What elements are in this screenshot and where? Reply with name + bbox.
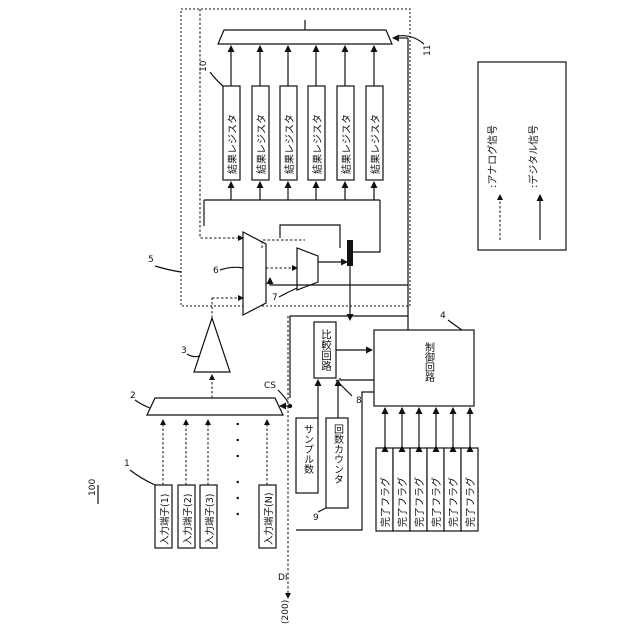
input-group-ref: 1 bbox=[124, 459, 130, 469]
sample-count-label: サンプル数 bbox=[302, 424, 314, 475]
result-register-4-label: 結果レジスタ bbox=[311, 114, 324, 174]
done-flag-group: 完了フラグ 完了フラグ 完了フラグ 完了フラグ 完了フラグ 完了フラグ bbox=[376, 448, 478, 531]
bus-to-registers-line bbox=[353, 200, 380, 252]
input-terminal-3-label: 入力端子(3) bbox=[204, 494, 216, 545]
data-bus bbox=[347, 240, 353, 266]
adc-ref: 7 bbox=[272, 293, 278, 303]
second-multiplexer bbox=[243, 232, 266, 315]
register-mux-ref-leader bbox=[398, 36, 424, 44]
mux2-ref-leader bbox=[220, 267, 243, 270]
amp-ref: 3 bbox=[181, 346, 187, 356]
adc-ref-leader bbox=[279, 288, 297, 297]
mux2-ref: 6 bbox=[213, 266, 219, 276]
mux-ref-leader bbox=[135, 400, 150, 408]
control-to-mux2-line bbox=[270, 278, 408, 285]
done-flag-1-label: 完了フラグ bbox=[379, 477, 392, 527]
done-flag-6-label: 完了フラグ bbox=[464, 477, 477, 527]
input-terminal-2-label: 入力端子(2) bbox=[182, 494, 194, 545]
counter-label: 回数カウンタ bbox=[332, 424, 344, 484]
registers-ref: 10 bbox=[199, 60, 209, 72]
done-flag-2-label: 完了フラグ bbox=[396, 477, 409, 527]
comparator-ref: 8 bbox=[356, 396, 362, 406]
registers-ref-leader bbox=[210, 72, 223, 86]
mux2-aux-signal bbox=[262, 240, 305, 248]
result-register-1-label: 結果レジスタ bbox=[226, 114, 239, 174]
cs-label-leader bbox=[278, 390, 288, 402]
counter-ref-leader bbox=[318, 508, 326, 512]
counter-ref: 9 bbox=[313, 513, 319, 523]
result-register-5-label: 結果レジスタ bbox=[340, 114, 353, 174]
control-ref: 4 bbox=[440, 311, 446, 321]
done-flag-3-label: 完了フラグ bbox=[413, 477, 426, 527]
legend-digital-label: :デジタル信号 bbox=[527, 125, 540, 188]
control-ref-leader bbox=[448, 320, 462, 330]
result-register-3-label: 結果レジスタ bbox=[283, 114, 296, 174]
block-ref-leader bbox=[155, 266, 181, 272]
input-group-leader bbox=[130, 470, 155, 485]
register-multiplexer bbox=[218, 30, 392, 44]
done-flag-5-label: 完了フラグ bbox=[447, 477, 460, 527]
result-register-6-label: 結果レジスタ bbox=[369, 114, 382, 174]
di-label: DI bbox=[278, 573, 288, 583]
mux-ref: 2 bbox=[130, 391, 136, 401]
adc-loop-line bbox=[280, 225, 340, 248]
block-ref: 5 bbox=[148, 255, 154, 265]
register-mux-ref: 11 bbox=[423, 45, 433, 56]
result-register-2-label: 結果レジスタ bbox=[255, 114, 268, 174]
cs-label: CS bbox=[264, 381, 276, 391]
control-to-comparator-line bbox=[340, 378, 374, 380]
control-label: 制御回路 bbox=[423, 341, 435, 383]
ellipsis-lower: ・・・ bbox=[231, 472, 245, 520]
input-terminal-n-label: 入力端子(N) bbox=[263, 492, 275, 545]
input-terminal-1-label: 入力端子(1) bbox=[159, 494, 171, 545]
done-flag-4-label: 完了フラグ bbox=[430, 477, 443, 527]
figure-label: 100 bbox=[88, 479, 98, 496]
ad-converter bbox=[297, 248, 318, 290]
flag-control-links bbox=[385, 408, 470, 446]
ellipsis-upper: ・・・ bbox=[231, 414, 245, 462]
result-register-group: 結果レジスタ 結果レジスタ 結果レジスタ 結果レジスタ 結果レジスタ 結果レジス… bbox=[223, 86, 383, 180]
output-label: (200) bbox=[281, 600, 291, 624]
input-terminal-group: 入力端子(1) 入力端子(2) 入力端子(3) 入力端子(N) ・・・ ・・・ bbox=[155, 414, 276, 548]
input-multiplexer bbox=[147, 398, 283, 415]
amp-ref-leader bbox=[187, 354, 200, 357]
comparator-label: 比較回路 bbox=[320, 328, 332, 372]
legend-analog-label: :アナログ信号 bbox=[486, 125, 499, 188]
amplifier bbox=[194, 318, 230, 372]
